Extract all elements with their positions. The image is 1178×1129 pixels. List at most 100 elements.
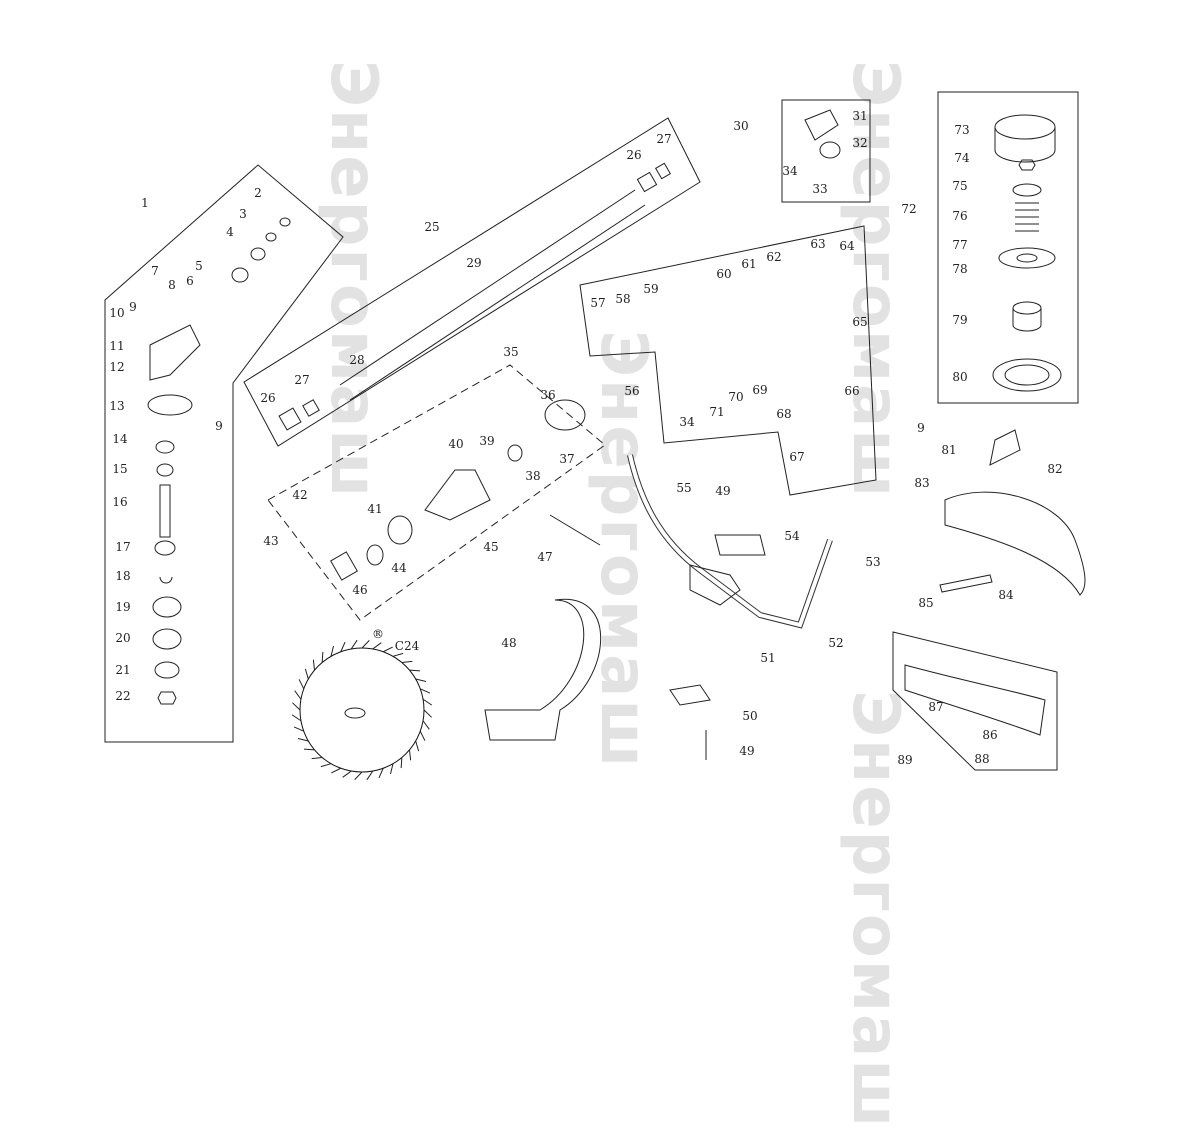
blade-teeth	[291, 639, 433, 781]
part-label-62: 62	[766, 250, 781, 264]
parts-diagram: 1234567891011121391415161718192021222529…	[104, 91, 1086, 781]
part-label-60: 60	[716, 267, 731, 281]
part-label-39: 39	[479, 434, 494, 448]
part-label-34: 34	[679, 415, 695, 429]
part-label-13: 13	[109, 399, 124, 413]
gearbox-group-outline	[104, 164, 344, 743]
part-label-46: 46	[352, 583, 367, 597]
part-label-10: 10	[109, 306, 124, 320]
part-label-26: 26	[260, 391, 275, 405]
part-label-36: 36	[540, 388, 555, 402]
part-label-83: 83	[914, 476, 929, 490]
part-label-15: 15	[112, 462, 127, 476]
part-label-3: 3	[239, 207, 247, 221]
part-label-69: 69	[752, 383, 767, 397]
part-label-21: 21	[115, 663, 130, 677]
part-label-79: 79	[952, 313, 967, 327]
part-label-43: 43	[263, 534, 278, 548]
part-label-17: 17	[115, 540, 130, 554]
part-label-47: 47	[537, 550, 552, 564]
shaft-group-outline	[243, 117, 701, 447]
part-label-8: 8	[168, 278, 176, 292]
part-label-12: 12	[109, 360, 124, 374]
part-label-30: 30	[733, 119, 748, 133]
part-label-22: 22	[115, 689, 130, 703]
part-label-84: 84	[998, 588, 1014, 602]
part-label-26: 26	[626, 148, 641, 162]
clutch-group-outline	[267, 364, 606, 621]
part-label-49: 49	[715, 484, 730, 498]
part-label-65: 65	[852, 315, 867, 329]
part-label-7: 7	[151, 264, 159, 278]
part-label-52: 52	[828, 636, 843, 650]
handle-group-outline	[579, 225, 877, 496]
part-label-80: 80	[952, 370, 967, 384]
part-label-77: 77	[952, 238, 967, 252]
part-label-32: 32	[852, 136, 867, 150]
saw-blade	[291, 639, 433, 781]
drive-shaft	[278, 162, 672, 431]
part-label-50: 50	[742, 709, 757, 723]
part-label-27: 27	[656, 132, 671, 146]
part-label-11: 11	[109, 339, 124, 353]
part-label-61: 61	[741, 257, 756, 271]
part-label-2: 2	[254, 186, 262, 200]
part-label-73: 73	[954, 123, 969, 137]
part-label-48: 48	[501, 636, 516, 650]
part-label-40: 40	[448, 437, 463, 451]
part-label-19: 19	[115, 600, 130, 614]
handle-parts	[484, 454, 833, 760]
part-label-82: 82	[1047, 462, 1062, 476]
trimmer-head-parts	[992, 114, 1062, 392]
part-label-57: 57	[590, 296, 605, 310]
part-label-70: 70	[728, 390, 743, 404]
part-label-75: 75	[952, 179, 967, 193]
part-label-66: 66	[844, 384, 859, 398]
part-label-54: 54	[784, 529, 800, 543]
part-label-33: 33	[812, 182, 827, 196]
part-label-53: 53	[865, 555, 880, 569]
part-label-35: 35	[503, 345, 518, 359]
part-label-9: 9	[129, 300, 137, 314]
part-label-1: 1	[141, 196, 149, 210]
part-label-78: 78	[952, 262, 967, 276]
part-label-41: 41	[367, 502, 382, 516]
part-label-5: 5	[195, 259, 203, 273]
clutch-parts	[330, 399, 586, 581]
part-label-76: 76	[952, 209, 967, 223]
part-label-85: 85	[918, 596, 933, 610]
part-label-4: 4	[226, 225, 234, 239]
part-label-56: 56	[624, 384, 639, 398]
part-label-74: 74	[954, 151, 970, 165]
part-label-64: 64	[839, 239, 855, 253]
bracket-parts	[804, 109, 841, 159]
part-label-9: 9	[917, 421, 925, 435]
part-label-37: 37	[559, 452, 574, 466]
part-label-20: 20	[115, 631, 130, 645]
part-label-44: 44	[391, 561, 407, 575]
part-label-55: 55	[676, 481, 691, 495]
gearbox-parts	[147, 217, 291, 705]
part-label-C24: C24	[395, 639, 420, 653]
part-label-89: 89	[897, 753, 912, 767]
part-label-16: 16	[112, 495, 127, 509]
part-label-81: 81	[941, 443, 956, 457]
part-label-72: 72	[901, 202, 916, 216]
part-label-67: 67	[789, 450, 804, 464]
trimmer-head-group-outline	[937, 91, 1079, 404]
part-label-31: 31	[852, 109, 867, 123]
part-label-51: 51	[760, 651, 775, 665]
part-label-9: 9	[215, 419, 223, 433]
part-label-29: 29	[466, 256, 481, 270]
part-label-86: 86	[982, 728, 997, 742]
part-label-34: 34	[782, 164, 798, 178]
bracket-group-outline	[781, 99, 871, 203]
part-label-87: 87	[928, 700, 943, 714]
blade-guard-group-outline	[892, 631, 1058, 771]
part-label-14: 14	[112, 432, 128, 446]
trademark-symbol: ®	[372, 627, 384, 641]
part-label-18: 18	[115, 569, 130, 583]
part-label-27: 27	[294, 373, 309, 387]
part-label-45: 45	[483, 540, 498, 554]
part-label-38: 38	[525, 469, 540, 483]
